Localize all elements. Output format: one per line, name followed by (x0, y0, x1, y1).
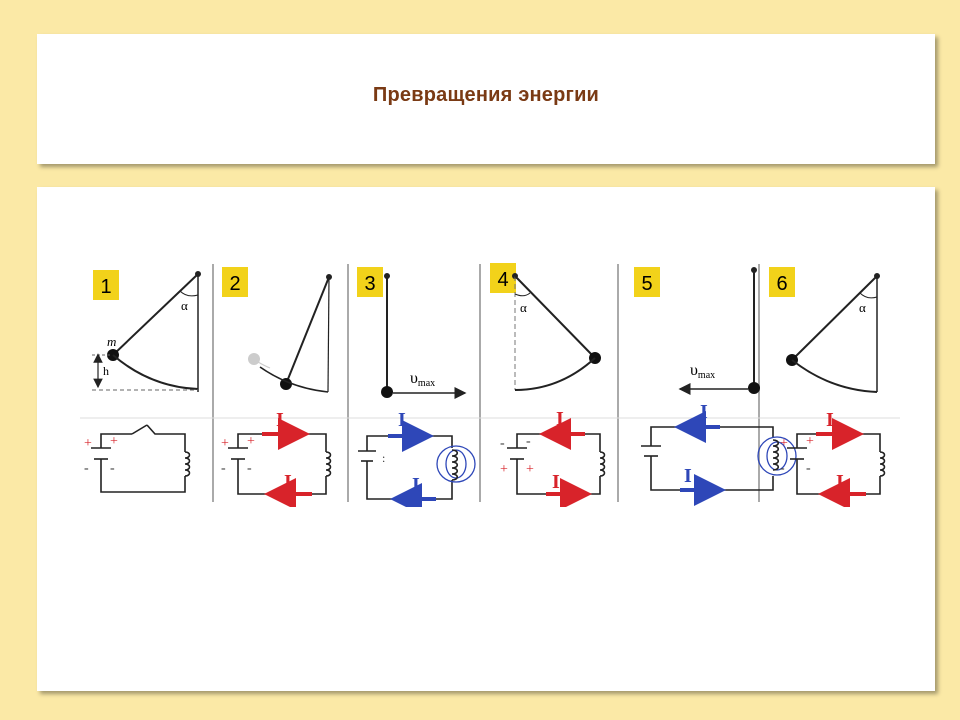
panel-3: 3 υmax (357, 267, 476, 515)
minus-sign: - (806, 461, 811, 476)
panel-1-badge (93, 270, 119, 300)
panel-5-number: 5 (641, 273, 652, 295)
panel-5-badge (634, 267, 660, 297)
magnetic-field (436, 445, 476, 483)
current-label: I (552, 471, 560, 493)
current-label: I (412, 474, 420, 496)
minus-sign: - (780, 461, 785, 476)
panel-2-badge (222, 267, 248, 297)
panel-6-badge (769, 267, 795, 297)
panel-2-number: 2 (229, 273, 240, 295)
title-card: Превращения энергии (37, 34, 935, 164)
panel-4-badge (490, 263, 516, 293)
content-card: 1 h m α (37, 187, 935, 691)
current-label: I (398, 409, 406, 431)
plus-sign: + (526, 462, 534, 477)
minus-sign: - (526, 434, 531, 449)
angle-label: α (859, 300, 866, 315)
height-label: h (103, 364, 109, 378)
velocity-label: υmax (410, 370, 435, 389)
plus-sign: + (780, 436, 788, 451)
diagram-svg: 1 h m α (80, 263, 900, 515)
pendulum-bob (280, 378, 292, 390)
plus-sign: + (110, 434, 118, 449)
panel-1-number: 1 (100, 276, 111, 298)
slide-title: Превращения энергии (372, 84, 600, 106)
mass-label: m (107, 334, 116, 349)
magnetic-field (757, 436, 797, 476)
current-label: I (556, 408, 564, 430)
angle-label: α (181, 298, 188, 313)
minus-sign: - (221, 461, 226, 476)
pendulum-bob (748, 382, 760, 394)
plus-sign: + (84, 436, 92, 451)
minus-sign: - (110, 461, 115, 476)
current-label: I (684, 465, 692, 487)
panel-6-number: 6 (776, 273, 787, 295)
panel-5: 5 υmax (634, 267, 797, 506)
plus-sign: + (806, 434, 814, 449)
panel-4-number: 4 (497, 269, 508, 291)
panel-4: 4 α I (490, 263, 606, 510)
current-label: I (826, 409, 834, 431)
panel-3-number: 3 (364, 273, 375, 295)
current-label: I (700, 401, 708, 423)
oscillation-diagram: 1 h m α (80, 262, 900, 515)
angle-label: α (520, 300, 527, 315)
velocity-label: υmax (690, 362, 715, 381)
capacitor-dots: : (382, 451, 385, 465)
panel-1: 1 h m α (84, 270, 201, 493)
panel-6: 6 α I (769, 267, 886, 510)
minus-sign: - (500, 436, 505, 451)
minus-sign: - (247, 461, 252, 476)
current-label: I (284, 471, 292, 493)
ghost-bob (248, 353, 260, 365)
plus-sign: + (247, 434, 255, 449)
panel-3-badge (357, 267, 383, 297)
current-label: I (276, 409, 284, 431)
panel-separators (212, 264, 760, 502)
panel-2: 2 I (221, 267, 332, 510)
plus-sign: + (500, 462, 508, 477)
plus-sign: + (221, 436, 229, 451)
pendulum-bob (381, 386, 393, 398)
minus-sign: - (84, 461, 89, 476)
current-label: I (836, 471, 844, 493)
